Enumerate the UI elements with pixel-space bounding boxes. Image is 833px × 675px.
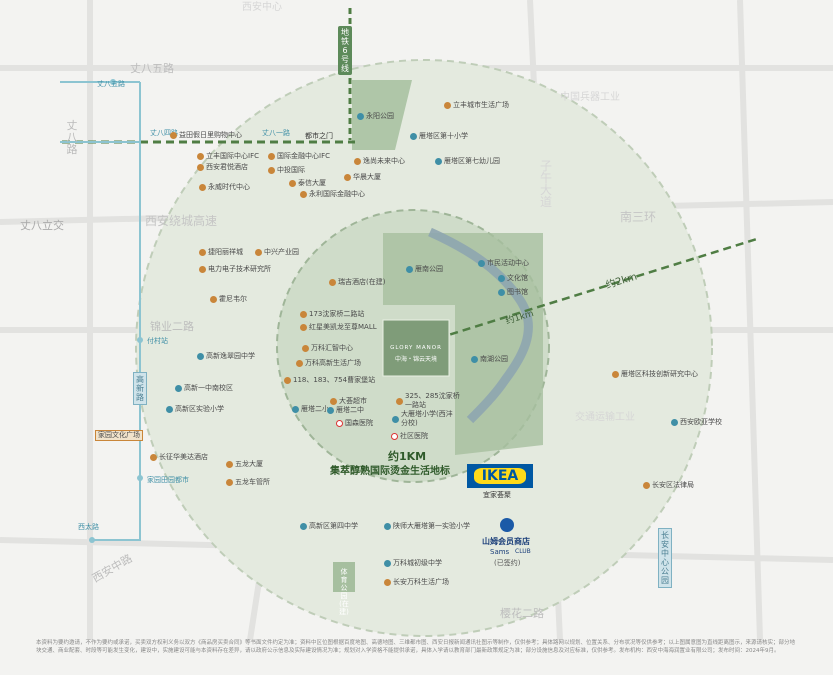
poi-yicui[interactable]: 高新逸翠园中学 (197, 352, 255, 361)
poi-tushu[interactable]: 图书馆 (498, 288, 528, 297)
road-jinye2: 锦业二路 (150, 320, 194, 333)
poi-gaoxin1-nan[interactable]: 高新一中南校区 (175, 384, 233, 393)
road-zhangba-s: 丈八路 (66, 119, 78, 156)
road-nansanhuan: 南三环 (620, 210, 657, 224)
poi-wanke-gaoxin[interactable]: 万科高新生活广场 (296, 359, 361, 368)
poi-yanta-keji[interactable]: 雁塔区科技创新研究中心 (612, 370, 698, 379)
poi-wanke-chuzhong[interactable]: 万科城初级中学 (384, 559, 442, 568)
ikea-sub: 宜家荟聚 (483, 491, 511, 499)
poi-shida[interactable]: 陕师大雁塔第一实验小学 (384, 522, 470, 531)
bg-jiaoda: 交通运输工业 (575, 412, 635, 423)
disclaimer: 本资料为要约邀请，不作为要约或承诺，买卖双方权利义务以双方《商品房买卖合同》等书… (36, 640, 796, 654)
poi-ouya[interactable]: 西安欧亚学校 (671, 418, 722, 427)
poi-shimin[interactable]: 市民活动中心 (478, 259, 529, 268)
ikea-logo: IKEA (467, 464, 533, 488)
bg-ruizhong: 西安中心 (242, 2, 282, 13)
poi-lifeng-city[interactable]: 立丰城市生活广场 (444, 101, 509, 110)
poi-guoji-jinrong[interactable]: 国际金融中心IFC (268, 152, 330, 161)
poi-changan-wanke[interactable]: 长安万科生活广场 (384, 578, 449, 587)
sports-park-label: 体育公园(在建) (339, 568, 349, 616)
project-logo: GLORY MANOR (390, 345, 442, 351)
road-ziwu: 子午大道 (540, 159, 553, 209)
poi-huoni[interactable]: 霍尼韦尔 (210, 295, 247, 304)
road-yinghua2: 樱花二路 (500, 607, 544, 620)
poi-yongli[interactable]: 永利国际金融中心 (300, 190, 365, 199)
project-site (382, 319, 450, 377)
poi-zhongtou[interactable]: 中投国际 (268, 166, 305, 175)
poi-shequ[interactable]: 社区医院 (391, 432, 428, 441)
sports-park-shape (333, 562, 355, 592)
poi-yongyang[interactable]: 永阳公园 (357, 112, 394, 121)
poi-huachen[interactable]: 华晨大厦 (344, 173, 381, 182)
poi-guosen[interactable]: 国森医院 (336, 419, 373, 428)
top-park (352, 80, 412, 150)
changan-park-tag: 长安中心公园 (658, 528, 672, 588)
road-zhangba5: 丈八五路 (130, 62, 174, 75)
bg-zhongguo: 中国兵器工业 (560, 92, 620, 103)
poi-wenhua[interactable]: 文化馆 (498, 274, 528, 283)
station-xitai: 西太路 (78, 523, 99, 531)
poi-wulong[interactable]: 五龙大厦 (226, 460, 263, 469)
metro-blue-line (92, 82, 141, 541)
poi-dayanta[interactable]: 大雁塔小学(西沣分校) (392, 410, 456, 428)
ikea-brand: IKEA (473, 468, 527, 484)
poi-nanhu[interactable]: 南湖公园 (471, 355, 508, 364)
poi-changan-fazhi[interactable]: 长安区法律局 (643, 481, 694, 490)
park-block (383, 233, 543, 455)
poi-dahui[interactable]: 大荟超市 (330, 397, 367, 406)
poi-yishang[interactable]: 逸尚未来中心 (354, 157, 405, 166)
sams-en: Sams (490, 548, 510, 556)
caption-slogan: 集萃醇熟国际烫金生活地标 (330, 466, 450, 477)
poi-yannan[interactable]: 雁南公园 (406, 265, 443, 274)
radius-line (412, 236, 761, 348)
sams-note: (已签约) (494, 559, 521, 567)
poi-hongxing[interactable]: 红星美凯龙至尊MALL (300, 323, 380, 332)
station-zhangba5: 丈八五路 (97, 80, 125, 88)
poi-yitian[interactable]: 益田假日里购物中心 (170, 131, 242, 140)
top-building-label: 都市之门 (305, 132, 333, 140)
caption-1km: 约1KM (388, 450, 427, 463)
poi-lifeng[interactable]: 立丰国际中心IFC (197, 152, 259, 161)
station-tianyuan: 家园田园都市 (147, 476, 189, 484)
poi-huamei[interactable]: 长征华美达酒店 (150, 453, 208, 462)
sams-club: CLUB (515, 548, 531, 555)
station-fucun: 付村站 (147, 337, 168, 345)
project-logo-cn: 中海・锦云天境 (394, 356, 437, 363)
poi-173[interactable]: 173沈家桥二路站 (300, 310, 364, 319)
poi-zhongxing[interactable]: 中兴产业园 (255, 248, 299, 257)
poi-yanta7[interactable]: 雁塔区第七幼儿园 (435, 157, 500, 166)
poi-jiayuan[interactable]: 家园文化广场 (95, 430, 143, 441)
sams-name: 山姆会员商店 (482, 537, 530, 546)
poi-yanta2z[interactable]: 雁塔二中 (327, 406, 364, 415)
station-zhangba4: 丈八四路 (150, 129, 178, 137)
poi-junyue[interactable]: 西安君悦酒店 (197, 163, 248, 172)
poi-gaoxin-shiyan[interactable]: 高新区实验小学 (166, 405, 224, 414)
station-zhangba1: 丈八一路 (262, 129, 290, 137)
gaoxin-road-tag: 高新路 (133, 372, 147, 405)
poi-taixin[interactable]: 泰信大厦 (289, 179, 326, 188)
poi-118[interactable]: 118、183、754曹家堡站 (284, 376, 375, 385)
road-xirao: 西安绕城高速 (145, 214, 218, 228)
poi-yanta10[interactable]: 雁塔区第十小学 (410, 132, 468, 141)
road-zhangba-jiao: 丈八立交 (20, 219, 64, 232)
metro6-tag: 地铁6号线 (338, 26, 352, 75)
poi-yongwei[interactable]: 永威时代中心 (199, 183, 250, 192)
poi-wanke-huizhi[interactable]: 万科汇智中心 (302, 344, 353, 353)
poi-ruiji[interactable]: 瑞吉酒店(在建) (329, 278, 385, 287)
poi-yanta2x[interactable]: 雁塔二小 (292, 405, 329, 414)
poi-325[interactable]: 325、285沈家桥一路站 (396, 392, 466, 410)
poi-dianli[interactable]: 电力电子技术研究所 (199, 265, 271, 274)
poi-wulong-cheguan[interactable]: 五龙车管所 (226, 478, 270, 487)
sams-icon (500, 518, 514, 532)
poi-gaoxin4[interactable]: 高新区第四中学 (300, 522, 358, 531)
poi-jieyang[interactable]: 捷阳丽祥城 (199, 248, 243, 257)
river (428, 227, 533, 424)
